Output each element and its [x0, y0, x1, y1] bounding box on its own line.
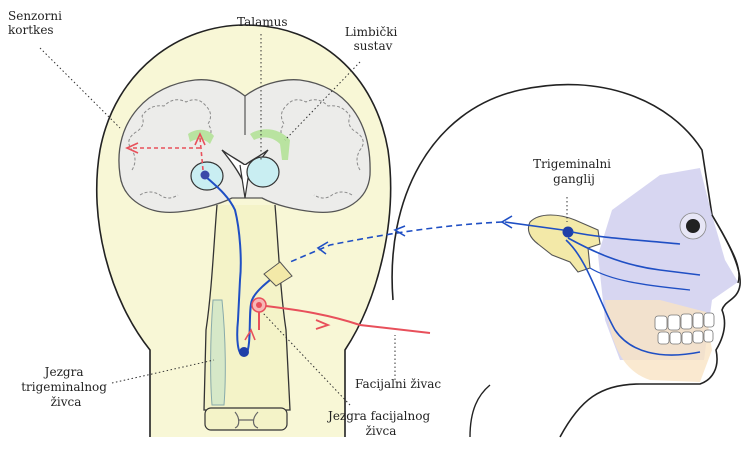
- thalamus-neuron: [201, 171, 210, 180]
- trigeminal-nucleus-neuron: [239, 347, 249, 357]
- label-limbic-system: Limbički sustav: [345, 25, 401, 53]
- ganglion-neuron: [563, 227, 574, 238]
- label-facial-nerve: Facijalni živac: [355, 377, 441, 391]
- label-thalamus: Talamus: [237, 15, 287, 29]
- label-sensory-cortex: Senzorni kortkes: [8, 9, 66, 37]
- label-trigeminal-nucleus: Jezgra trigeminalnog živca: [21, 365, 111, 409]
- neck-line: [470, 385, 490, 437]
- spinal-cord-section: [205, 408, 287, 430]
- thalamus-right: [247, 157, 279, 187]
- leader-sensory-cortex: [40, 48, 120, 128]
- facial-nucleus-core: [256, 302, 262, 308]
- eye: [686, 219, 700, 233]
- brain-section: [97, 25, 430, 437]
- trigeminal-nucleus-column: [211, 300, 226, 405]
